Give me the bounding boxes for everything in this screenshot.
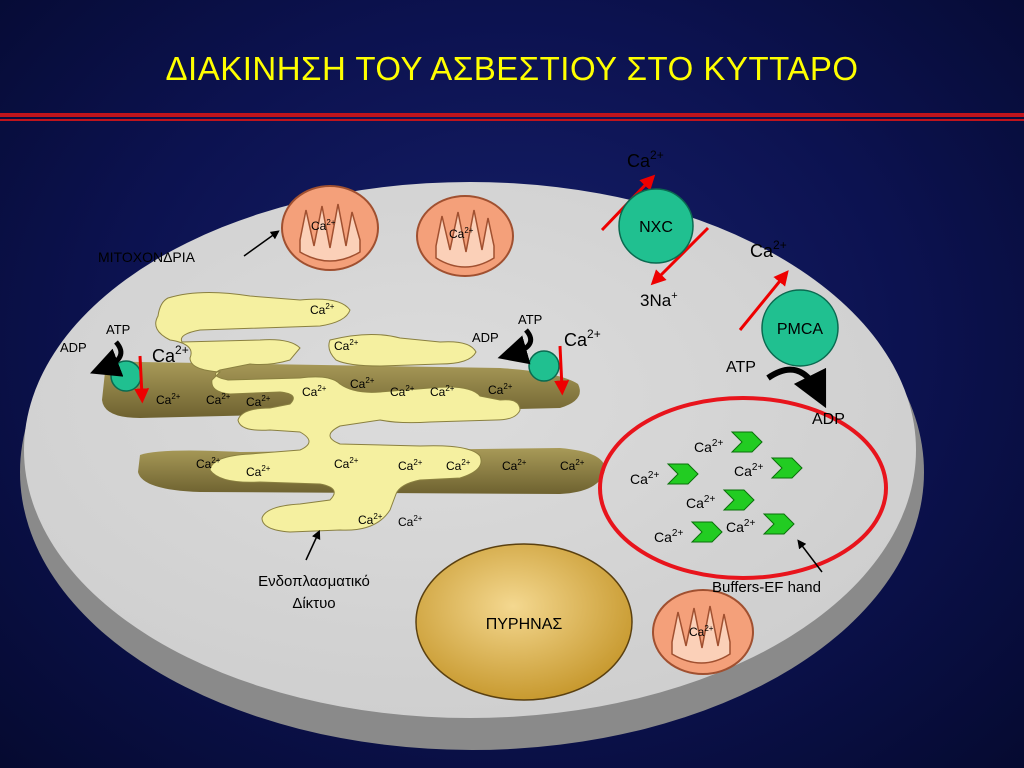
ca-er-label: Ca2+ <box>206 392 231 407</box>
mitochondrion-1 <box>281 185 379 271</box>
ca-er-label: Ca2+ <box>196 456 221 471</box>
ca-nxc-out-label: Ca2+ <box>627 148 664 171</box>
ca-mito-1-label: Ca2+ <box>311 218 336 233</box>
ca-buffer-label: Ca2+ <box>726 518 755 535</box>
ca-er-label: Ca2+ <box>334 456 359 471</box>
serca-pump-left <box>90 340 150 404</box>
calcium-labels: Ca2+ Ca2+ Ca2+ Ca2+ Ca2+ Ca2+ Ca2+ Ca2+ Ca2+ Ca2+… <box>152 148 787 639</box>
adp-label-pmca: ADP <box>812 411 845 428</box>
ca-er-label: Ca2+ <box>302 384 327 399</box>
atp-label-pmca: ATP <box>726 359 756 376</box>
atp-label-right: ATP <box>518 312 542 327</box>
ca-er-label: Ca2+ <box>488 382 513 397</box>
ca-er-label: Ca2+ <box>398 458 423 473</box>
er-pointer <box>305 529 321 561</box>
ca-er-label: Ca2+ <box>156 392 181 407</box>
nxc-label: NXC <box>639 219 673 236</box>
ca-mito-3-label: Ca2+ <box>689 624 714 639</box>
ca-er-label: Ca2+ <box>390 384 415 399</box>
ca-er-label: Ca2+ <box>358 512 383 527</box>
mitochondrion-2 <box>416 195 514 277</box>
pmca-pump: PMCA <box>738 270 839 409</box>
ca-serca-right-label: Ca2+ <box>564 327 601 350</box>
pmca-label: PMCA <box>777 321 824 338</box>
ca-buffer-label: Ca2+ <box>694 438 723 455</box>
nxc-exchanger: NXC <box>600 174 710 286</box>
na-label: 3Na+ <box>640 290 678 310</box>
adp-label-right: ADP <box>472 330 499 345</box>
page-title: ΔΙΑΚΙΝΗΣΗ ΤΟΥ ΑΣΒΕΣΤΙΟΥ ΣΤΟ ΚΥΤΤΑΡΟ <box>165 50 859 87</box>
ca-er-label: Ca2+ <box>502 458 527 473</box>
buffer-chevrons <box>666 431 803 543</box>
ca-buffer-label: Ca2+ <box>654 528 683 545</box>
ca-er-label: Ca2+ <box>398 514 423 529</box>
mitochondria-pointer <box>243 230 280 257</box>
ca-er-label: Ca2+ <box>560 458 585 473</box>
pmca-ca-out-arrow <box>738 270 789 331</box>
title-rule-bottom <box>0 119 1024 121</box>
serca-pump-right <box>497 328 570 396</box>
buffers-region <box>598 396 888 580</box>
er-label-line2: Δίκτυο <box>292 595 335 612</box>
nucleus-label: ΠΥΡΗΝΑΣ <box>486 616 563 633</box>
ca-mito-2-label: Ca2+ <box>449 226 474 241</box>
mitochondria-label: ΜΙΤΟΧΟΝΔΡΙΑ <box>98 249 196 265</box>
title-rule-top <box>0 113 1024 117</box>
buffers-label: Buffers-EF hand <box>712 579 821 596</box>
ca-er-label: Ca2+ <box>350 376 375 391</box>
ca-buffer-label: Ca2+ <box>686 494 715 511</box>
ca-buffer-label: Ca2+ <box>734 462 763 479</box>
endoplasmic-reticulum <box>102 291 606 533</box>
ca-pmca-out-label: Ca2+ <box>750 238 787 261</box>
nucleus: ΠΥΡΗΝΑΣ <box>415 543 633 701</box>
er-label-line1: Ενδοπλασματικό <box>258 573 370 590</box>
ca-er-label: Ca2+ <box>246 394 271 409</box>
adp-label-left: ADP <box>60 340 87 355</box>
mitochondrion-3 <box>652 589 754 675</box>
pmca-atp-arrow <box>766 366 827 409</box>
atp-label-left: ATP <box>106 322 130 337</box>
nxc-na-in-arrow <box>650 226 710 286</box>
ca-buffer-label: Ca2+ <box>630 470 659 487</box>
ca-er-label: Ca2+ <box>246 464 271 479</box>
ca-er-label: Ca2+ <box>310 302 335 317</box>
ca-serca-left-label: Ca2+ <box>152 343 189 366</box>
ca-er-label: Ca2+ <box>334 338 359 353</box>
ca-er-label: Ca2+ <box>446 458 471 473</box>
ca-er-label: Ca2+ <box>430 384 455 399</box>
